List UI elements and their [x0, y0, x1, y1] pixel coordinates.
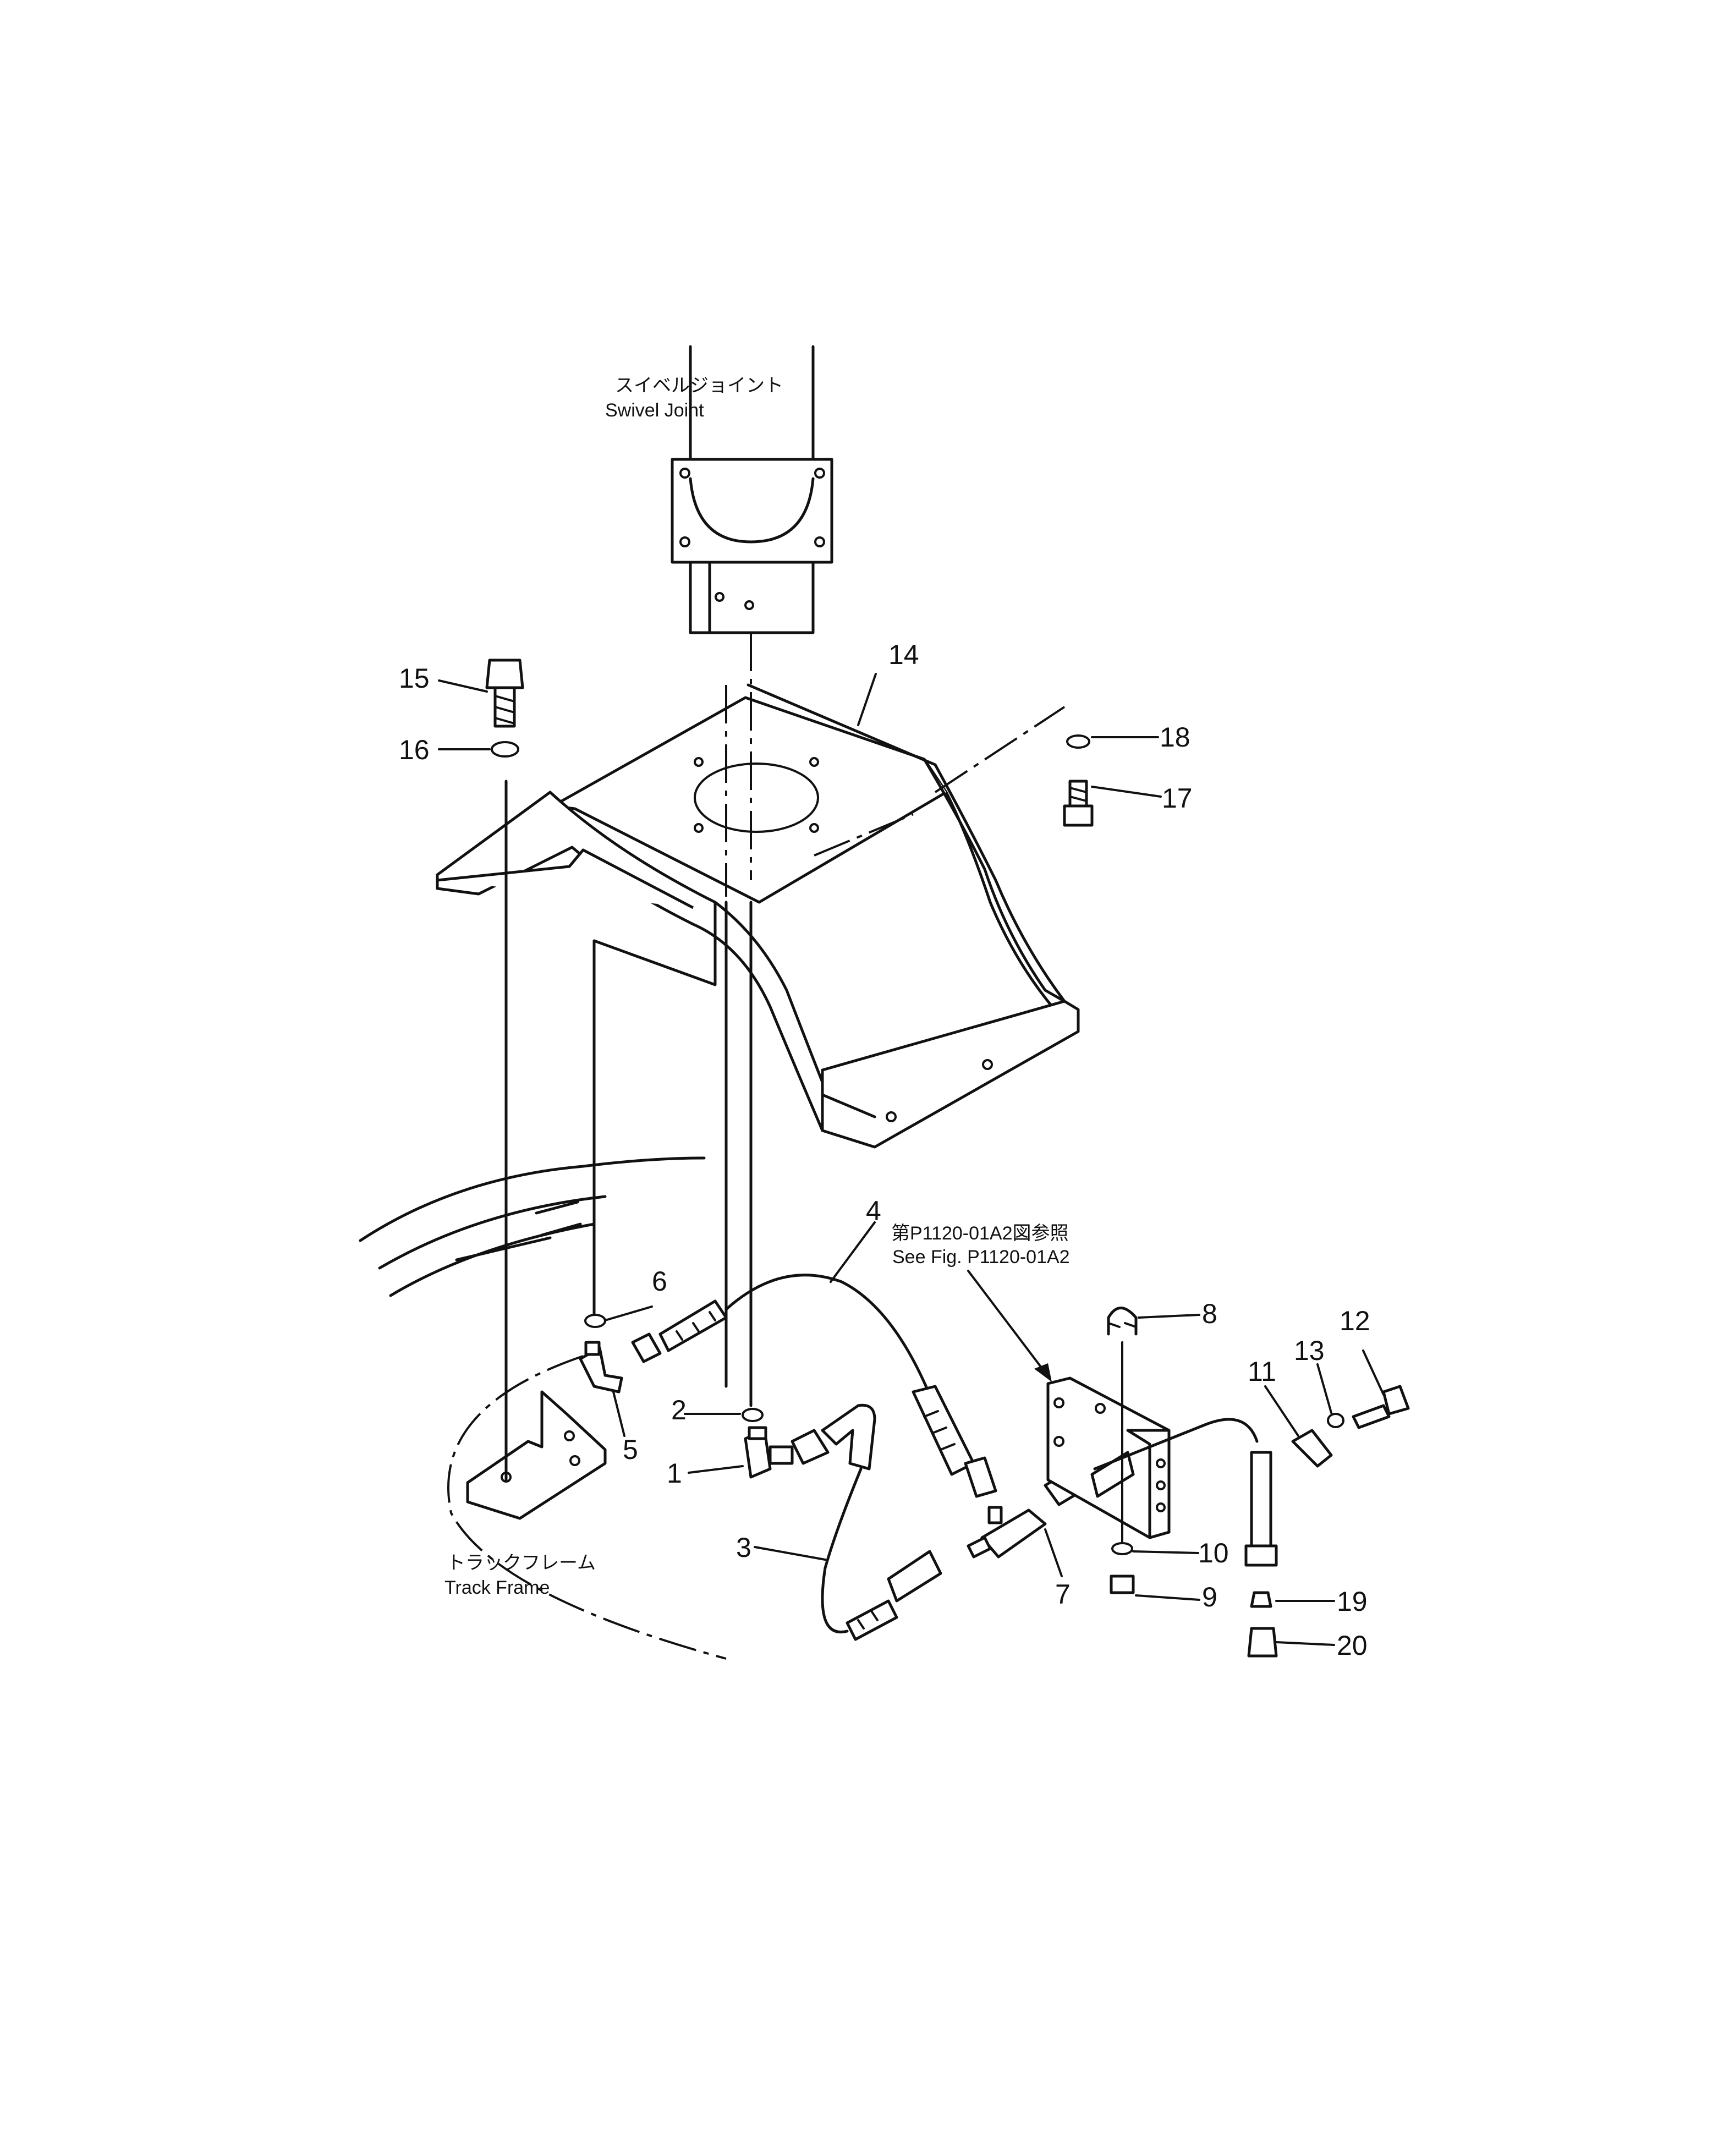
washer-16 [491, 741, 519, 758]
callout-9: 9 [1202, 1582, 1217, 1612]
callouts: 1 2 3 4 5 6 7 8 9 10 11 12 13 14 15 16 1… [399, 639, 1370, 1661]
clamp-11 [1291, 1429, 1333, 1468]
o-ring-6 [584, 1314, 606, 1328]
mount-bracket [1046, 1376, 1171, 1539]
bolt-12 [1352, 1385, 1410, 1429]
pipe-19-20 [1093, 1418, 1278, 1567]
callout-13: 13 [1294, 1335, 1325, 1366]
hose-4 [631, 1274, 997, 1498]
swivel-joint-label: スイベルジョイント Swivel Joint [605, 375, 783, 421]
callout-14: 14 [888, 639, 919, 670]
callout-4: 4 [866, 1195, 881, 1226]
washer-13 [1327, 1413, 1344, 1428]
assembly-axes [504, 780, 753, 1482]
o-ring-2 [742, 1408, 764, 1422]
track-frame-label-en: Track Frame [444, 1577, 550, 1598]
hose-3 [791, 1403, 942, 1641]
elbow-5 [579, 1341, 623, 1394]
nut-9 [1110, 1575, 1135, 1594]
callout-2: 2 [671, 1395, 687, 1425]
callout-17: 17 [1162, 783, 1193, 814]
swivel-joint [671, 345, 833, 634]
leader-lines [438, 673, 1385, 1646]
track-frame: トラックフレーム Track Frame [359, 1156, 727, 1660]
bolt-17 [1063, 780, 1094, 827]
callout-7: 7 [1055, 1579, 1071, 1610]
cap-20 [1247, 1627, 1278, 1658]
u-bolt-8 [1107, 1307, 1138, 1336]
callout-6: 6 [652, 1266, 667, 1297]
callout-18: 18 [1160, 722, 1190, 753]
callout-11: 11 [1248, 1356, 1276, 1387]
bolt-15 [485, 659, 524, 728]
callout-19: 19 [1337, 1586, 1368, 1617]
callout-20: 20 [1337, 1630, 1368, 1661]
washer-10 [1111, 1542, 1133, 1555]
washer-18 [1066, 734, 1090, 749]
reference-note-en: See Fig. P1120-01A2 [892, 1247, 1070, 1268]
connector-1 [744, 1426, 794, 1479]
callout-16: 16 [399, 734, 430, 765]
callout-1: 1 [667, 1458, 682, 1489]
callout-3: 3 [736, 1532, 751, 1563]
callout-5: 5 [623, 1434, 638, 1465]
callout-8: 8 [1202, 1298, 1217, 1329]
callout-12: 12 [1340, 1305, 1370, 1336]
reference-note: 第P1120-01A2図参照 See Fig. P1120-01A2 [891, 1223, 1070, 1382]
callout-15: 15 [399, 663, 430, 694]
callout-10: 10 [1198, 1538, 1229, 1568]
fitting-19 [1250, 1591, 1272, 1608]
reference-note-jp: 第P1120-01A2図参照 [891, 1223, 1069, 1244]
track-frame-label-jp: トラックフレーム [447, 1552, 596, 1573]
swivel-joint-label-jp: スイベルジョイント [615, 375, 783, 396]
swivel-joint-label-en: Swivel Joint [605, 400, 704, 421]
bracket-14 [436, 633, 1080, 1149]
